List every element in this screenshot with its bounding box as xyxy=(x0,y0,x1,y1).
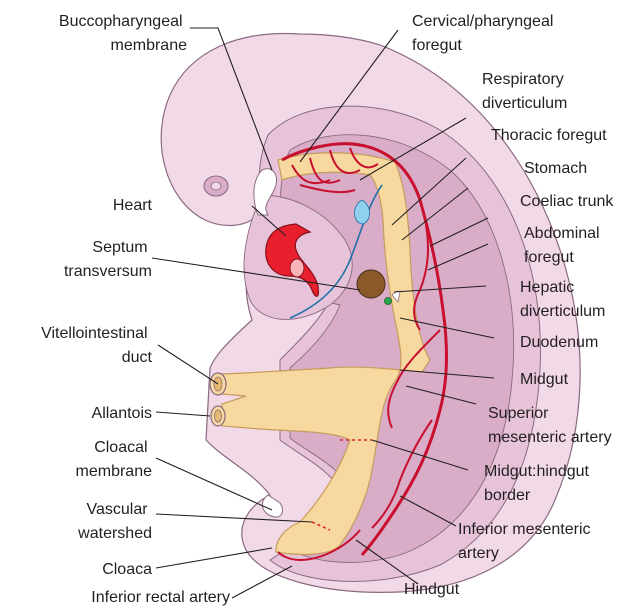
label-inferior-mes-line1: Inferior mesenteric xyxy=(458,521,591,538)
label-cloacal-membrane: Cloacal membrane xyxy=(76,439,153,480)
label-cloaca-line1: Cloaca xyxy=(102,561,152,578)
label-hindgut: Hindgut xyxy=(404,581,460,598)
label-buccopharyngeal-membrane: Buccopharyngeal membrane xyxy=(59,13,187,54)
label-vitello-line1: Vitellointestinal xyxy=(41,325,147,342)
label-respiratory-line2: diverticulum xyxy=(482,95,567,112)
gallbladder-dot xyxy=(385,298,392,305)
label-vitello-line2: duct xyxy=(122,349,153,366)
label-thoracic-line1: Thoracic foregut xyxy=(491,127,607,144)
label-midgut-line1: Midgut xyxy=(520,371,569,388)
label-respiratory-line1: Respiratory xyxy=(482,71,564,88)
label-allantois-line1: Allantois xyxy=(92,405,152,422)
label-abdominal-line2: foregut xyxy=(524,249,574,266)
label-duodenum: Duodenum xyxy=(520,334,598,351)
label-buccopharyngeal-line1: Buccopharyngeal xyxy=(59,13,183,30)
label-heart: Heart xyxy=(113,197,153,214)
allantois-lumen xyxy=(215,410,222,422)
label-watershed-line2: watershed xyxy=(77,525,152,542)
label-coeliac-trunk: Coeliac trunk xyxy=(520,193,614,210)
label-cervical-line1: Cervical/pharyngeal xyxy=(412,13,553,30)
label-thoracic-foregut: Thoracic foregut xyxy=(491,127,607,144)
label-stomach: Stomach xyxy=(524,160,587,177)
label-border-line1: Midgut:hindgut xyxy=(484,463,590,480)
label-cervical-line2: foregut xyxy=(412,37,462,54)
label-respiratory-diverticulum: Respiratory diverticulum xyxy=(482,71,568,112)
label-abdominal-line1: Abdominal xyxy=(524,225,600,242)
label-cloacal-line2: membrane xyxy=(76,463,153,480)
label-superior-line1: Superior xyxy=(488,405,549,422)
label-hindgut-line1: Hindgut xyxy=(404,581,460,598)
label-superior-line2: mesenteric artery xyxy=(488,429,612,446)
label-cloaca: Cloaca xyxy=(102,561,152,578)
label-vitellointestinal-duct: Vitellointestinal duct xyxy=(41,325,152,366)
label-allantois: Allantois xyxy=(92,405,152,422)
label-septum-line2: transversum xyxy=(64,263,152,280)
label-inferior-mes-line2: artery xyxy=(458,545,499,562)
label-inferior-rectal-line1: Inferior rectal artery xyxy=(91,589,230,606)
label-hepatic-line2: diverticulum xyxy=(520,303,605,320)
heart-outflow xyxy=(290,259,304,277)
label-buccopharyngeal-line2: membrane xyxy=(111,37,188,54)
label-stomach-line1: Stomach xyxy=(524,160,587,177)
label-cervical-pharyngeal-foregut: Cervical/pharyngeal foregut xyxy=(412,13,558,54)
label-cloacal-line1: Cloacal xyxy=(94,439,147,456)
label-duodenum-line1: Duodenum xyxy=(520,334,598,351)
label-septum-transversum: Septum transversum xyxy=(64,239,152,280)
label-heart-line1: Heart xyxy=(113,197,153,214)
label-watershed-line1: Vascular xyxy=(86,501,148,518)
otic-vesicle-inner xyxy=(211,182,221,190)
label-vascular-watershed: Vascular watershed xyxy=(77,501,152,542)
label-inferior-rectal-artery: Inferior rectal artery xyxy=(91,589,230,606)
label-coeliac-line1: Coeliac trunk xyxy=(520,193,614,210)
hepatic-bud xyxy=(357,270,385,298)
label-border-line2: border xyxy=(484,487,531,504)
label-septum-line1: Septum xyxy=(92,239,147,256)
label-midgut: Midgut xyxy=(520,371,569,388)
label-hepatic-line1: Hepatic xyxy=(520,279,574,296)
